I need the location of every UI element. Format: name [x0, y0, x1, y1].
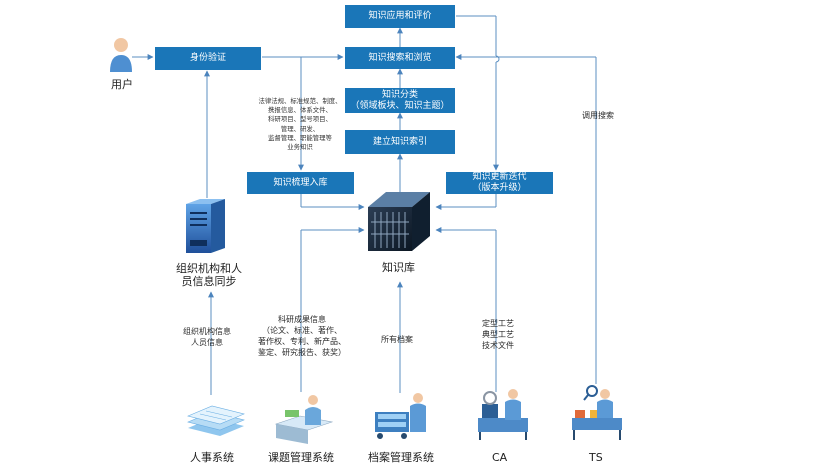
box-knowledge-intake-label: 知识梳理入库 [273, 177, 328, 188]
hr-system-label: 人事系统 [190, 451, 234, 464]
box-knowledge-update: 知识更新迭代 （版本升级） [446, 172, 553, 194]
research-line4: 鉴定、研究报告、获奖） [258, 348, 346, 357]
org-info-label: 组织机构信息 人员信息 [183, 326, 231, 348]
org-info-line1: 组织机构信息 [183, 327, 231, 336]
box-knowledge-search: 知识搜索和浏览 [345, 47, 455, 69]
notes-line: 监督管理、职能管理等 [268, 133, 332, 142]
craft-files-label: 定型工艺 典型工艺 技术文件 [482, 318, 514, 351]
ca-system-label: CA [492, 451, 508, 464]
archive-system-label: 档案管理系统 [368, 451, 434, 464]
research-line3: 著作权、专利、新产品、 [258, 337, 346, 346]
box-auth: 身份验证 [155, 47, 261, 70]
box-knowledge-apply-label: 知识应用和评价 [368, 11, 432, 21]
notes-line: 管理、研发、 [280, 124, 320, 133]
topic-system-label: 课题管理系统 [268, 451, 334, 464]
notes-line: 法律法规、标准规范、制度、 [258, 97, 342, 105]
documents-stack-icon [187, 405, 245, 436]
all-archives-label: 所有档案 [381, 335, 413, 344]
call-search-label: 调用搜索 [582, 111, 614, 120]
person-cart-icon [375, 393, 426, 439]
user-label: 用户 [111, 78, 133, 91]
org-sync-label-line1: 组织机构和人 [176, 262, 242, 275]
research-line2: （论文、标准、著作、 [262, 326, 342, 335]
database-cube-icon [368, 192, 430, 251]
notes-line: 携报信息、体系文件、 [268, 106, 332, 115]
box-knowledge-update-label: 知识更新迭代 [472, 172, 527, 182]
craft-line3: 技术文件 [482, 341, 514, 350]
business-knowledge-notes: 法律法规、标准规范、制度、 携报信息、体系文件、 科研项目、型号项目、 管理、研… [240, 97, 360, 152]
box-knowledge-update-sub: （版本升级） [472, 183, 527, 193]
box-knowledge-classify-sub: （领域板块、知识主题） [350, 100, 450, 111]
research-line1: 科研成果信息 [278, 315, 326, 324]
box-knowledge-classify-label: 知识分类 [381, 89, 418, 100]
person-desk-icon [274, 395, 334, 444]
worker-machine-icon [478, 389, 528, 440]
box-knowledge-classify: 知识分类 （领域板块、知识主题） [345, 88, 455, 113]
org-sync-label-line2: 员信息同步 [181, 275, 237, 288]
user-icon [110, 38, 132, 72]
notes-line: 业务知识 [287, 143, 313, 152]
kb-label: 知识库 [382, 261, 415, 274]
craft-line1: 定型工艺 [482, 319, 514, 328]
box-knowledge-index-label: 建立知识索引 [372, 136, 427, 147]
research-results-label: 科研成果信息 （论文、标准、著作、 著作权、专利、新产品、 鉴定、研究报告、获奖… [258, 314, 346, 358]
box-knowledge-apply: 知识应用和评价 [345, 5, 455, 28]
notes-line: 科研项目、型号项目、 [268, 115, 332, 124]
box-knowledge-index: 建立知识索引 [345, 130, 455, 154]
box-auth-label: 身份验证 [189, 53, 226, 63]
craft-line2: 典型工艺 [482, 330, 514, 339]
org-sync-label: 组织机构和人 员信息同步 [176, 262, 242, 288]
server-icon [186, 199, 225, 253]
worker-conveyor-icon [572, 385, 622, 440]
org-info-line2: 人员信息 [191, 338, 223, 347]
connector-lines [132, 15, 597, 395]
box-knowledge-search-label: 知识搜索和浏览 [368, 52, 432, 63]
ts-system-label: TS [589, 451, 603, 464]
box-knowledge-intake: 知识梳理入库 [247, 172, 354, 194]
